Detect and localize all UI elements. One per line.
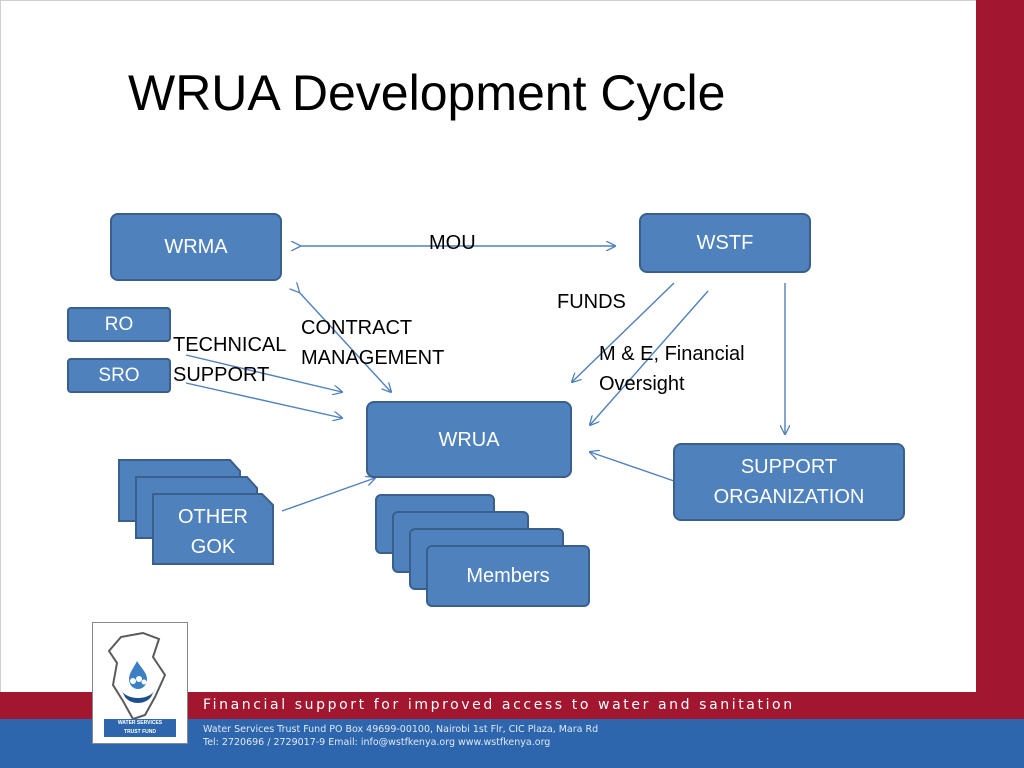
node-sro: SRO — [67, 358, 171, 393]
node-wrua-label: WRUA — [438, 428, 500, 451]
slide-title: WRUA Development Cycle — [128, 65, 726, 121]
label-technical-support-2: SUPPORT — [173, 364, 270, 386]
footer-contact-line-2: Tel: 2720696 / 2729017-9 Email: info@wst… — [203, 737, 551, 748]
node-other-gok-label-2: GOK — [190, 536, 236, 558]
other-gok-to-wrua-arrow — [281, 478, 375, 512]
label-technical-support: TECHNICAL SUPPORT — [173, 330, 286, 390]
node-wrma-label: WRMA — [164, 236, 228, 258]
oversight-arrow — [590, 290, 709, 425]
node-sro-label: SRO — [98, 364, 140, 386]
logo-caption-line-2: TRUST FUND — [124, 729, 156, 735]
node-other-gok-label: OTHER GOK — [153, 502, 273, 562]
label-funds: FUNDS — [557, 291, 626, 313]
node-wstf: WSTF — [639, 213, 811, 273]
node-other-gok-label-1: OTHER — [178, 506, 248, 528]
label-me-financial-oversight-2: Oversight — [599, 373, 685, 395]
node-ro-label: RO — [104, 313, 134, 335]
kenya-map-logo-icon — [107, 631, 167, 721]
label-me-financial-oversight: M & E, Financial Oversight — [599, 339, 745, 399]
footer-tagline: Financial support for improved access to… — [203, 697, 795, 713]
node-ro: RO — [67, 307, 171, 342]
technical-support-arrow-sro — [185, 382, 342, 418]
funds-arrow — [572, 282, 675, 382]
node-support-organization-label-2: ORGANIZATION — [713, 486, 865, 508]
label-technical-support-1: TECHNICAL — [173, 334, 287, 356]
technical-support-arrow-ro — [185, 354, 342, 392]
logo-caption-line-1: WATER SERVICES — [117, 720, 163, 726]
node-wstf-label: WSTF — [696, 232, 754, 254]
node-wrma: WRMA — [110, 213, 282, 281]
node-members: Members — [426, 545, 590, 607]
node-support-organization: SUPPORT ORGANIZATION — [673, 443, 905, 521]
node-members-label: Members — [466, 565, 550, 587]
contract-management-arrow — [299, 292, 391, 392]
label-mou: MOU — [429, 232, 476, 254]
node-support-organization-label-1: SUPPORT — [740, 456, 838, 478]
label-me-financial-oversight-1: M & E, Financial — [599, 343, 745, 365]
logo-caption: WATER SERVICES TRUST FUND — [104, 719, 176, 737]
support-to-wrua-arrow — [590, 452, 675, 482]
node-wrua: WRUA — [366, 401, 572, 478]
footer-contact-line-1: Water Services Trust Fund PO Box 49699-0… — [203, 724, 599, 735]
label-contract-management-1: CONTRACT — [301, 317, 413, 339]
other-gok-front-sheet — [152, 493, 274, 565]
right-accent-bar — [976, 0, 1024, 692]
label-contract-management: CONTRACT MANAGEMENT — [301, 313, 444, 373]
label-contract-management-2: MANAGEMENT — [301, 347, 445, 369]
